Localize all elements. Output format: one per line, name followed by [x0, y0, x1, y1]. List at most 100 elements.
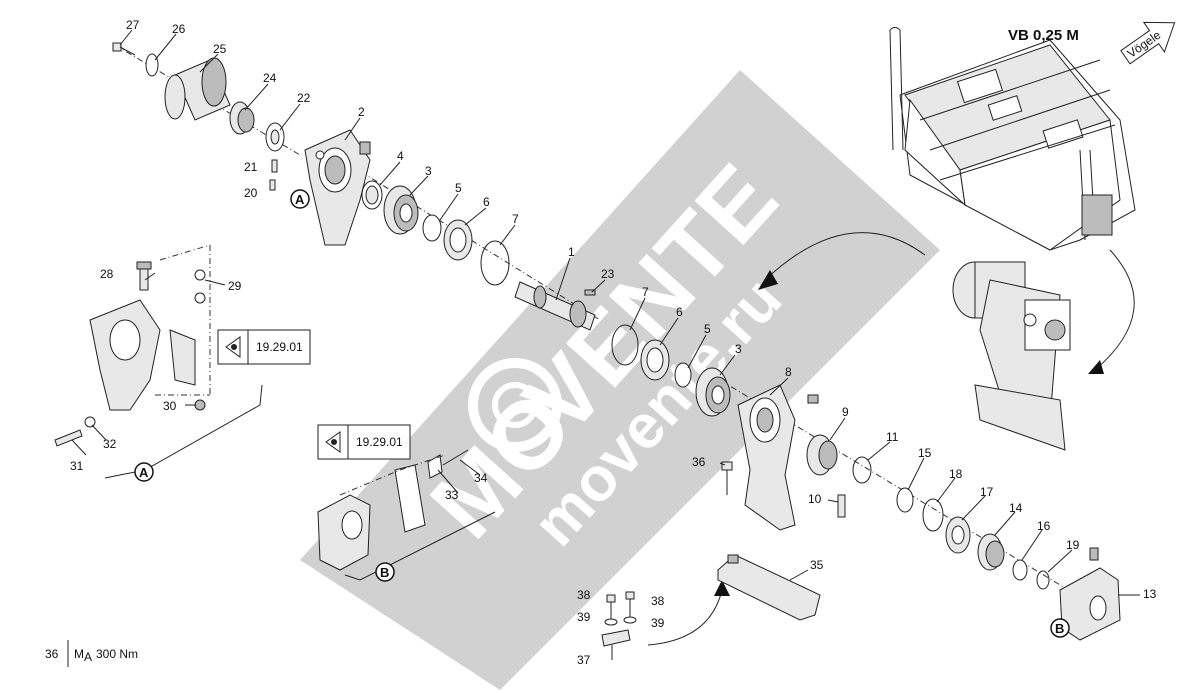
label-34: 34 [474, 471, 488, 485]
bracket-2 [304, 129, 371, 246]
label-3b: 3 [735, 342, 742, 356]
curved-arrow-2 [1094, 249, 1135, 371]
circlip-7b [611, 324, 639, 366]
detail-marker-b2: B [1050, 618, 1070, 638]
reference-code-1: 19.29.01 [256, 340, 303, 354]
detail-marker-b1: B [375, 562, 395, 582]
bolt-34 [442, 449, 469, 466]
label-1: 1 [568, 245, 575, 259]
fasteners-37-39 [601, 591, 637, 660]
circlip-11 [852, 456, 872, 484]
screw-20 [269, 179, 276, 191]
watermark-logo-icon [468, 358, 562, 452]
reference-box-2: 19.29.01 [317, 424, 411, 460]
label-23: 23 [601, 267, 615, 281]
screw-10 [837, 494, 846, 518]
curved-arrow-1 [764, 232, 926, 281]
axis-line-mid [349, 164, 601, 321]
detail-marker-a1: A [290, 189, 310, 209]
label-4: 4 [397, 149, 404, 163]
curved-arrow-3 [647, 589, 723, 646]
reference-code-2: 19.29.01 [356, 435, 403, 449]
pin-21 [271, 159, 278, 173]
label-29: 29 [228, 279, 242, 293]
circlip-18 [922, 498, 944, 532]
bolt-36 [721, 461, 733, 495]
detail-marker-a2: A [134, 462, 154, 482]
label-35: 35 [810, 558, 824, 572]
label-37: 37 [577, 653, 591, 667]
assembled-bracket [952, 261, 1071, 451]
label-18: 18 [949, 467, 963, 481]
label-24: 24 [263, 71, 277, 85]
label-7b: 7 [642, 285, 649, 299]
label-36: 36 [692, 455, 706, 469]
svg-text:A: A [139, 465, 149, 480]
torque-subscript: A [84, 650, 92, 664]
shaft-1 [514, 281, 596, 331]
label-20: 20 [244, 186, 258, 200]
page-number: 36 [45, 647, 59, 661]
block-13 [1059, 547, 1121, 641]
label-25: 25 [213, 42, 227, 56]
label-27: 27 [126, 18, 140, 32]
label-21: 21 [244, 160, 258, 174]
torque-value: 300 Nm [96, 647, 138, 661]
label-9: 9 [842, 405, 849, 419]
label-5b: 5 [704, 322, 711, 336]
svg-text:B: B [1055, 621, 1064, 636]
label-15: 15 [918, 446, 932, 460]
label-26: 26 [172, 22, 186, 36]
eye-icon [231, 344, 237, 350]
label-17: 17 [980, 485, 994, 499]
sleeve-25 [164, 57, 231, 121]
bearing-3a [383, 185, 419, 235]
label-5a: 5 [455, 181, 462, 195]
label-11: 11 [886, 430, 899, 444]
brand-arrow: Vögele [1120, 21, 1176, 65]
label-39b: 39 [651, 616, 665, 630]
ring-16 [1012, 559, 1028, 581]
detail-b-block [317, 449, 469, 571]
bolt-27 [112, 42, 136, 56]
label-19: 19 [1066, 538, 1080, 552]
bearing-24 [229, 101, 255, 135]
bearing-3b [695, 367, 731, 417]
label-33: 33 [445, 488, 459, 502]
washer-26 [145, 53, 159, 77]
ring-5a [422, 214, 442, 242]
svg-text:B: B [380, 565, 389, 580]
label-28: 28 [100, 267, 114, 281]
support-8 [737, 384, 819, 531]
label-31: 31 [70, 459, 84, 473]
bearing-14 [977, 533, 1005, 571]
label-6b: 6 [676, 305, 683, 319]
model-title: VB 0,25 M [1008, 27, 1079, 44]
rail-35 [717, 554, 821, 621]
footer: 36 M A 300 Nm [45, 640, 138, 667]
label-38a: 38 [577, 588, 591, 602]
washer-32 [84, 416, 96, 428]
part-number-labels: 27 26 25 24 22 2 4 3 5 6 7 21 20 1 23 7 … [70, 18, 1157, 667]
detail-a-bracket [54, 261, 206, 447]
circlip-19 [1036, 570, 1050, 590]
label-32: 32 [103, 437, 117, 451]
reference-box-1: 19.29.01 [217, 329, 311, 365]
ring-15 [896, 487, 914, 513]
circlip-7a [480, 240, 510, 286]
label-6a: 6 [483, 195, 490, 209]
ring-5b [674, 362, 692, 388]
label-39a: 39 [577, 610, 591, 624]
bolt-31 [54, 429, 83, 447]
torque-symbol: M [74, 647, 84, 661]
label-10: 10 [808, 492, 822, 506]
hub-9 [806, 434, 838, 476]
label-13: 13 [1143, 587, 1157, 601]
svg-text:A: A [295, 192, 305, 207]
label-14: 14 [1009, 501, 1023, 515]
label-8: 8 [785, 365, 792, 379]
leader-lines [71, 29, 1140, 596]
label-22: 22 [297, 91, 311, 105]
machine-overview [889, 27, 1136, 251]
